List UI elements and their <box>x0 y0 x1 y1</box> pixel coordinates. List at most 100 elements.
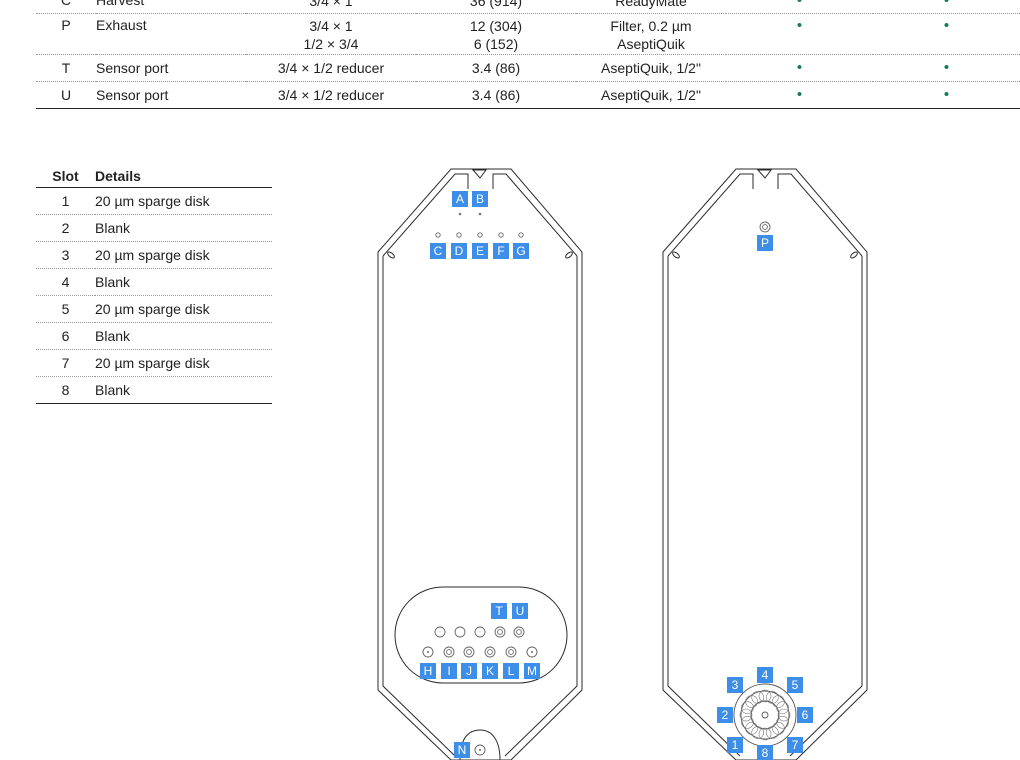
port-id: P <box>61 16 71 33</box>
svg-text:M: M <box>527 664 537 678</box>
port-label-g: G <box>513 243 529 259</box>
port-row-u: U Sensor port 3/4 × 1/2 reducer 3.4 (86)… <box>36 81 1020 108</box>
port-size: 3/4 × 1/2 reducer <box>277 59 385 76</box>
port-fitting-icon <box>435 232 441 238</box>
slot-table-header: Slot Details <box>36 164 272 188</box>
port-label-3: 3 <box>727 677 743 693</box>
port-label-m: M <box>524 663 540 679</box>
svg-text:J: J <box>466 664 472 678</box>
svg-text:3: 3 <box>732 678 739 692</box>
svg-text:U: U <box>516 604 525 618</box>
svg-text:E: E <box>476 244 484 258</box>
svg-text:B: B <box>476 192 484 206</box>
port-spec-table: C Harvest 3/4 × 1 36 (914) ReadyMate • •… <box>36 0 1020 109</box>
port-fitting-icon <box>474 626 486 638</box>
port-label-e: E <box>472 243 488 259</box>
slot-number: 3 <box>36 241 95 269</box>
port-check-b: • <box>943 59 950 76</box>
svg-text:I: I <box>447 664 450 678</box>
port-label-p: P <box>757 235 773 251</box>
port-fitting-icon <box>454 626 466 638</box>
svg-text:H: H <box>424 664 433 678</box>
slot-details: Blank <box>95 268 272 296</box>
sparge-disk-cluster <box>733 683 797 747</box>
slot-details: 20 µm sparge disk <box>95 295 272 323</box>
port-label-i: I <box>441 663 457 679</box>
port-size: 3/4 × 1 <box>309 0 353 9</box>
port-label-6: 6 <box>797 707 813 723</box>
slot-details: Blank <box>95 214 272 242</box>
slot-number: 7 <box>36 349 95 377</box>
svg-text:N: N <box>458 743 467 757</box>
port-label-c: C <box>430 243 446 259</box>
svg-text:D: D <box>455 244 464 258</box>
port-check-b: • <box>943 0 950 9</box>
svg-text:4: 4 <box>762 668 769 682</box>
svg-text:L: L <box>508 664 515 678</box>
port-check-b: • <box>943 16 950 34</box>
slot-details: Blank <box>95 322 272 350</box>
port-fitting-icon <box>456 232 462 238</box>
port-fitting-icon <box>458 212 462 216</box>
port-fitting-icon <box>463 646 475 658</box>
port-fitting-icon <box>513 626 525 638</box>
svg-text:P: P <box>761 236 769 250</box>
port-check-a: • <box>796 59 803 76</box>
port-check-b: • <box>943 86 950 103</box>
port-name: Exhaust <box>96 16 147 33</box>
port-fitting-icon <box>478 212 482 216</box>
slot-number: 1 <box>36 187 95 215</box>
port-fitting-icon <box>434 626 446 638</box>
port-connector: ReadyMate <box>615 0 687 9</box>
svg-text:T: T <box>495 604 503 618</box>
port-label-8: 8 <box>757 745 773 760</box>
port-fitting-icon <box>477 232 483 238</box>
back-view-bag <box>662 168 868 760</box>
port-length: 36 (914) <box>469 0 523 9</box>
port-row-c: C Harvest 3/4 × 1 36 (914) ReadyMate • • <box>36 0 1020 13</box>
port-length: 3.4 (86) <box>471 59 521 76</box>
port-check-a: • <box>796 16 803 34</box>
port-fitting-icon <box>518 232 524 238</box>
details-header: Details <box>95 164 272 188</box>
port-fitting-icon <box>422 646 434 658</box>
port-label-t: T <box>491 603 507 619</box>
svg-text:K: K <box>486 664 494 678</box>
slot-number: 8 <box>36 376 95 404</box>
port-label-j: J <box>461 663 477 679</box>
svg-text:G: G <box>516 244 525 258</box>
slot-details: 20 µm sparge disk <box>95 349 272 377</box>
sparge-rosette-icon <box>739 689 791 741</box>
slot-number: 5 <box>36 295 95 323</box>
port-fitting-icon <box>505 646 517 658</box>
svg-text:8: 8 <box>762 746 769 760</box>
port-label-b: B <box>472 191 488 207</box>
port-check-a: • <box>796 86 803 103</box>
port-id: T <box>61 59 71 76</box>
port-fitting-icon <box>443 646 455 658</box>
port-label-2: 2 <box>717 707 733 723</box>
port-label-d: D <box>451 243 467 259</box>
front-view-bag <box>377 168 583 760</box>
svg-text:1: 1 <box>732 738 739 752</box>
port-label-n: N <box>454 742 470 758</box>
slot-number: 2 <box>36 214 95 242</box>
port-name: Sensor port <box>96 59 169 76</box>
port-length: 12 (304)6 (152) <box>469 17 523 52</box>
port-id: U <box>60 86 72 103</box>
port-row-t: T Sensor port 3/4 × 1/2 reducer 3.4 (86)… <box>36 54 1020 81</box>
port-fitting-icon <box>526 646 538 658</box>
